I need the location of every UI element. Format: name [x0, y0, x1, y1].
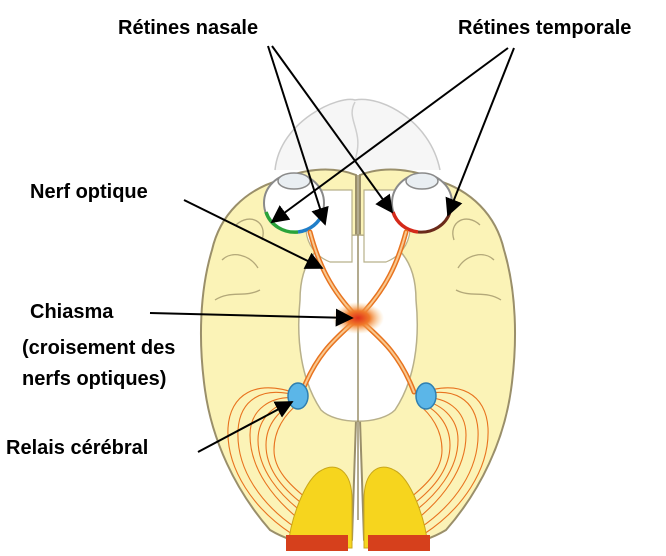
- label-optic-nerve: Nerf optique: [30, 180, 148, 204]
- occipital-red-right: [368, 535, 430, 551]
- right-eye: [392, 173, 452, 232]
- right-relay-nucleus: [416, 383, 436, 409]
- label-chiasma-detail-2: nerfs optiques): [22, 367, 166, 391]
- left-eye: [264, 173, 324, 232]
- label-chiasma: Chiasma: [30, 300, 113, 324]
- occipital-red-left: [286, 535, 348, 551]
- arrow-temporal-right: [448, 48, 514, 215]
- label-temporal-retinas: Rétines temporale: [458, 16, 631, 40]
- label-relay: Relais cérébral: [6, 436, 148, 460]
- label-chiasma-detail-1: (croisement des: [22, 336, 175, 360]
- left-relay-nucleus: [288, 383, 308, 409]
- label-nasal-retinas: Rétines nasale: [118, 16, 258, 40]
